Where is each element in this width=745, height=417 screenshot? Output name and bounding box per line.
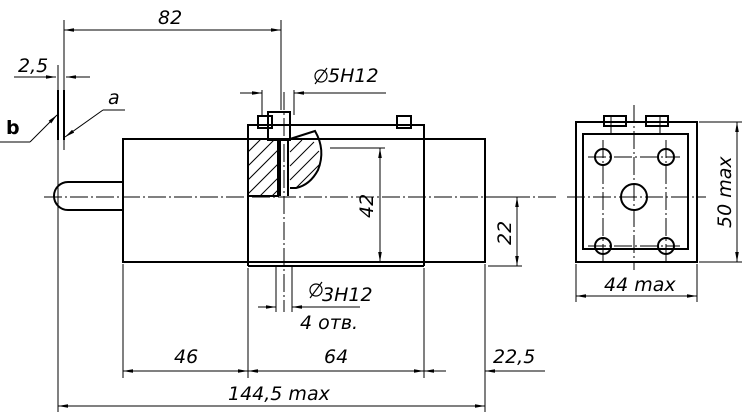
side-width-text: 44 max: [604, 274, 676, 296]
dimension-side-width: 44 max: [575, 264, 698, 302]
side-tab-right: [645, 115, 669, 127]
dimension-side-height: 50 max: [699, 121, 742, 263]
body-outline: [122, 138, 486, 263]
shaft: [53, 181, 123, 211]
leader-a: a: [64, 87, 125, 138]
diameter-symbol-icon: [314, 67, 328, 85]
side-outer: [575, 121, 698, 263]
top-bracket: [247, 124, 425, 140]
hole-top-text: 5H12: [328, 65, 379, 87]
diameter-symbol-icon: [309, 281, 323, 299]
bolt-right: [396, 115, 412, 129]
hatched-section: [247, 129, 323, 197]
leader-b: b: [0, 114, 58, 143]
side-view: [567, 105, 706, 270]
dim-64-text: 64: [324, 346, 348, 368]
dim-42-text: 42: [356, 194, 378, 218]
dimension-42: 42: [330, 147, 385, 262]
dim-46-text: 46: [174, 346, 198, 368]
dim-2-5-text: 2,5: [18, 55, 48, 77]
bolt-left: [257, 115, 273, 129]
side-tab-left: [603, 115, 627, 127]
dimension-hole-bottom: 3H12 4 отв.: [258, 266, 373, 334]
dimension-hole-top: 5H12: [240, 65, 386, 115]
dim-22-5-text: 22,5: [493, 346, 535, 368]
front-view: [44, 90, 556, 312]
side-inner: [582, 133, 689, 250]
dimension-total: 144,5 max: [57, 150, 485, 412]
label-a: a: [108, 87, 120, 109]
dimension-2-5: 2,5: [14, 55, 90, 150]
dim-total-text: 144,5 max: [228, 383, 331, 405]
side-height-text: 50 max: [714, 156, 736, 228]
dim-82-text: 82: [158, 7, 182, 29]
holes-count-text: 4 отв.: [300, 312, 358, 334]
dimension-82: 82: [63, 7, 282, 150]
dimension-22: 22: [488, 196, 522, 267]
dim-22-text: 22: [494, 221, 516, 245]
label-b: b: [6, 117, 20, 139]
hole-bottom-text: 3H12: [322, 284, 373, 306]
dimension-lengths: 46 64 22,5: [122, 264, 545, 412]
